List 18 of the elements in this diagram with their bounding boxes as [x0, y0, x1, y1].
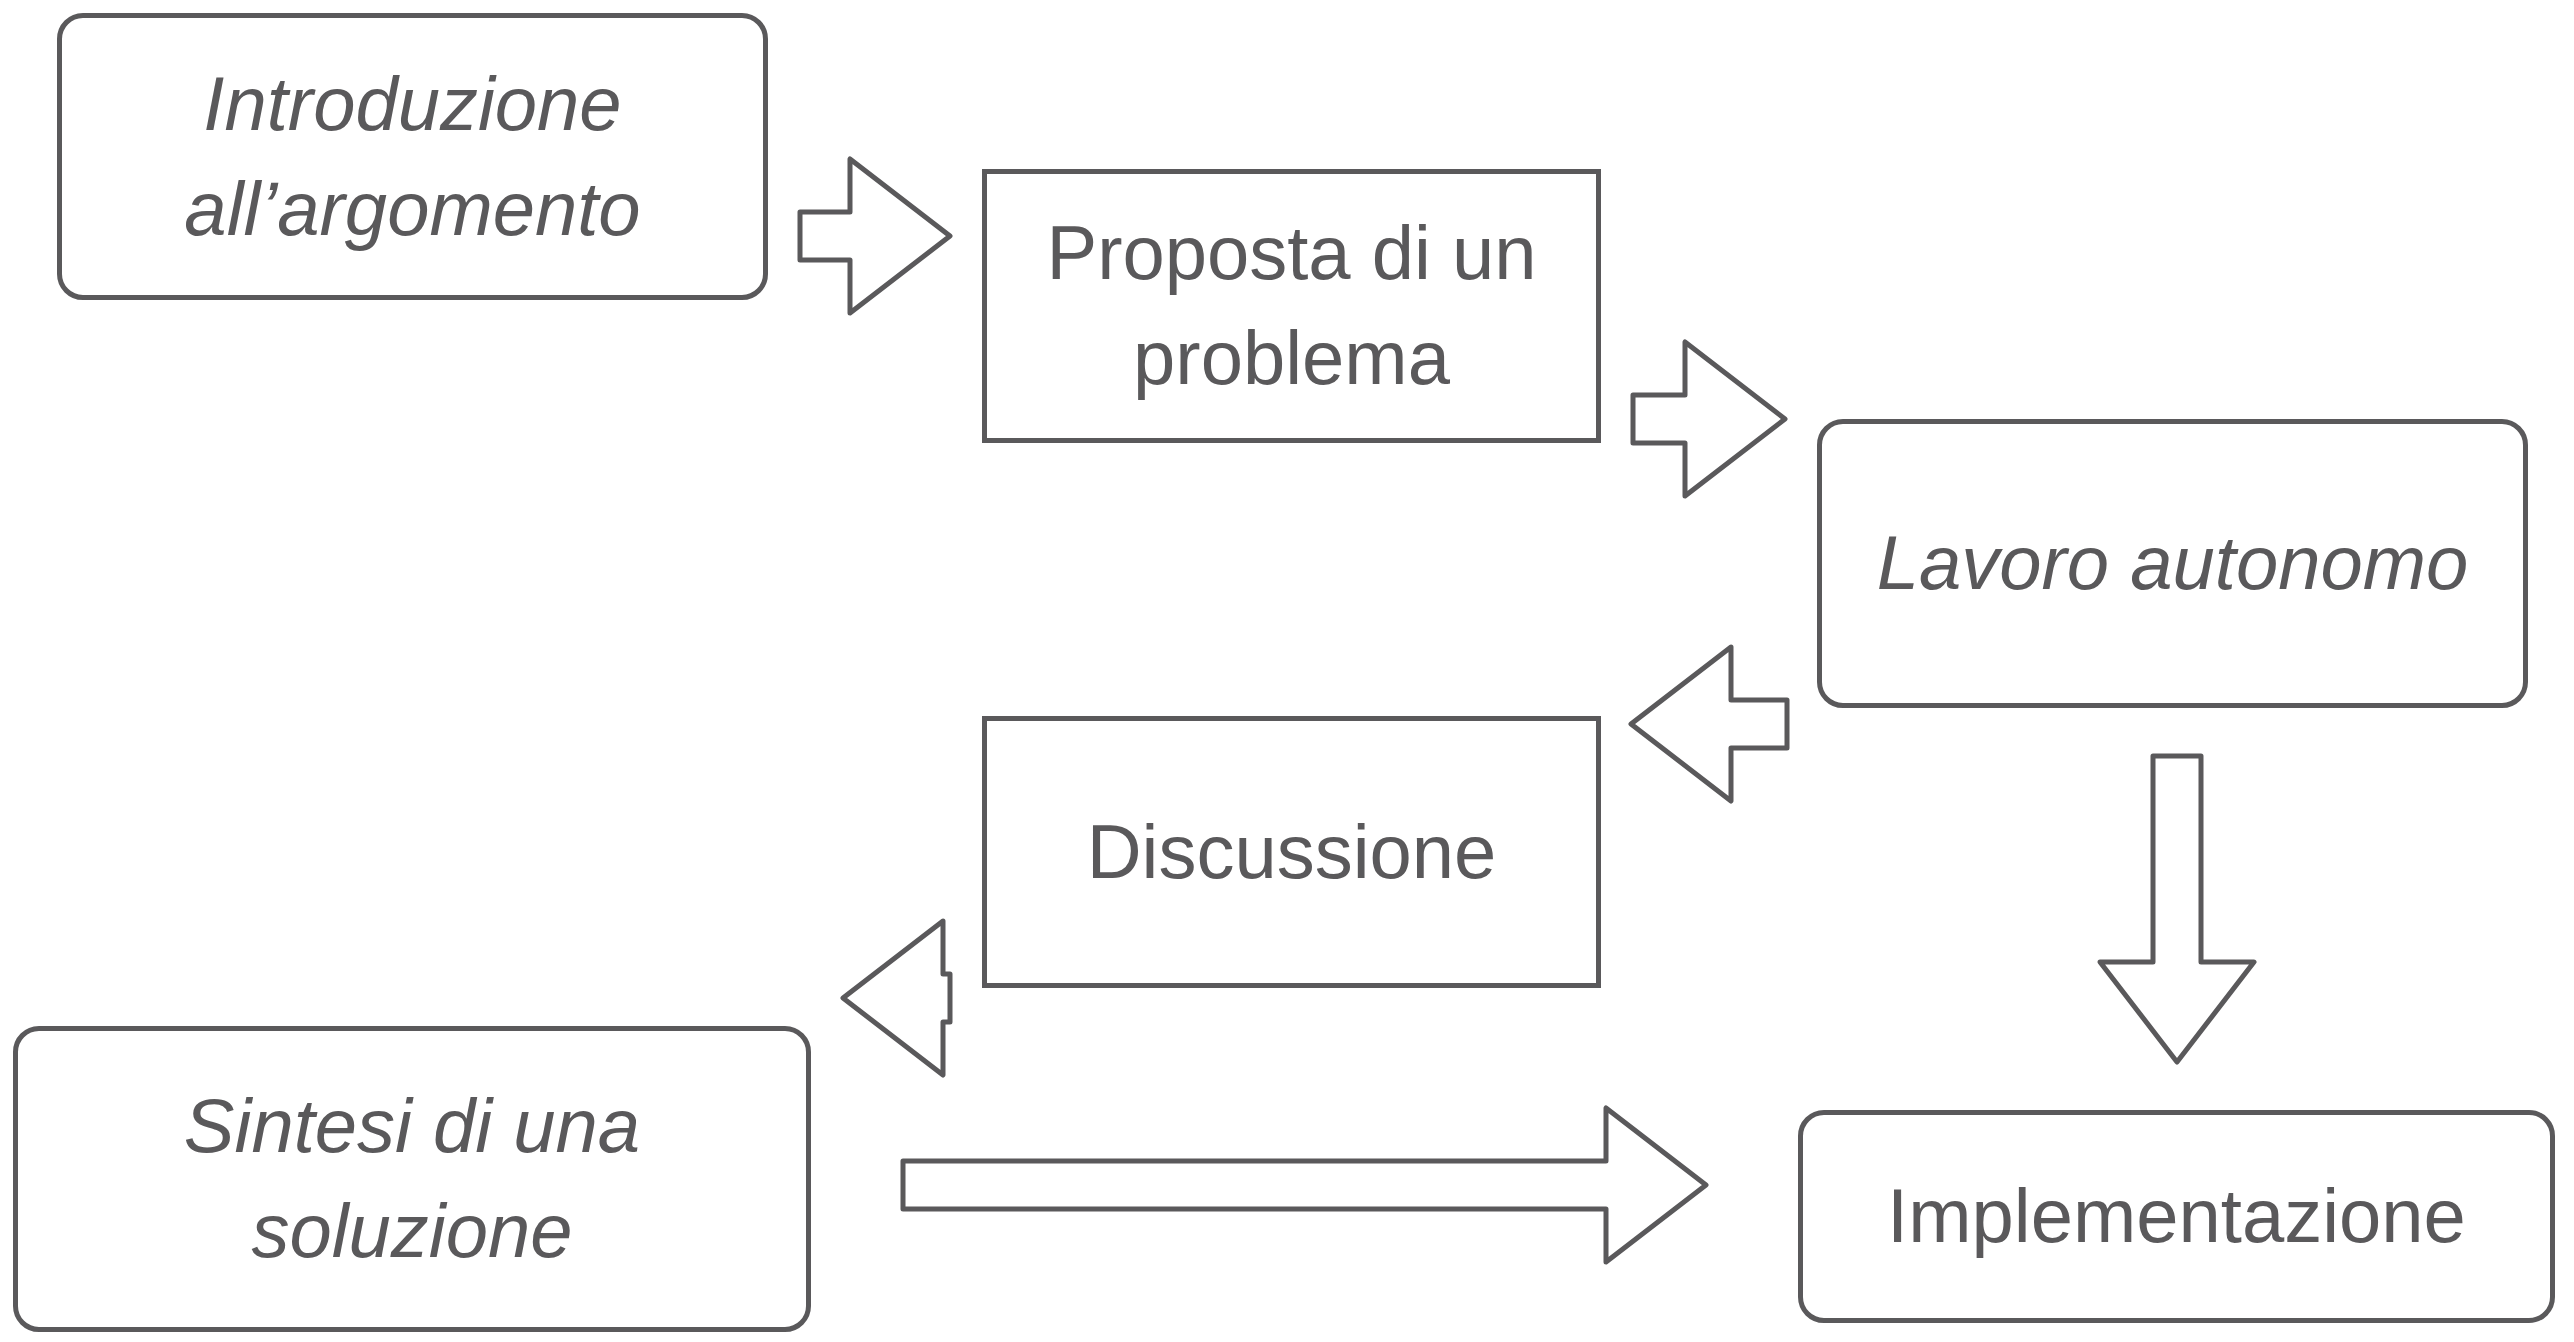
process-box — [57, 13, 768, 300]
box-label: Introduzione all’argomento — [183, 59, 642, 253]
box-label: Lavoro autonomo — [1876, 519, 2469, 608]
box-label: Proposta di un problema — [1045, 209, 1538, 402]
block-arrow — [797, 156, 953, 316]
box-label: Discussione — [1086, 807, 1497, 896]
block-arrow — [1628, 644, 1790, 804]
block-arrow — [2097, 753, 2257, 1065]
box-label: Implementazione — [1887, 1172, 2466, 1261]
process-box — [982, 169, 1601, 443]
process-box — [1798, 1110, 2555, 1323]
block-arrow — [900, 1105, 1709, 1265]
block-arrow — [840, 918, 953, 1078]
process-box — [1817, 419, 2528, 708]
block-arrow — [1630, 339, 1788, 499]
process-box — [982, 716, 1601, 988]
process-box — [13, 1026, 811, 1332]
box-label: Sintesi di una soluzione — [182, 1082, 642, 1275]
